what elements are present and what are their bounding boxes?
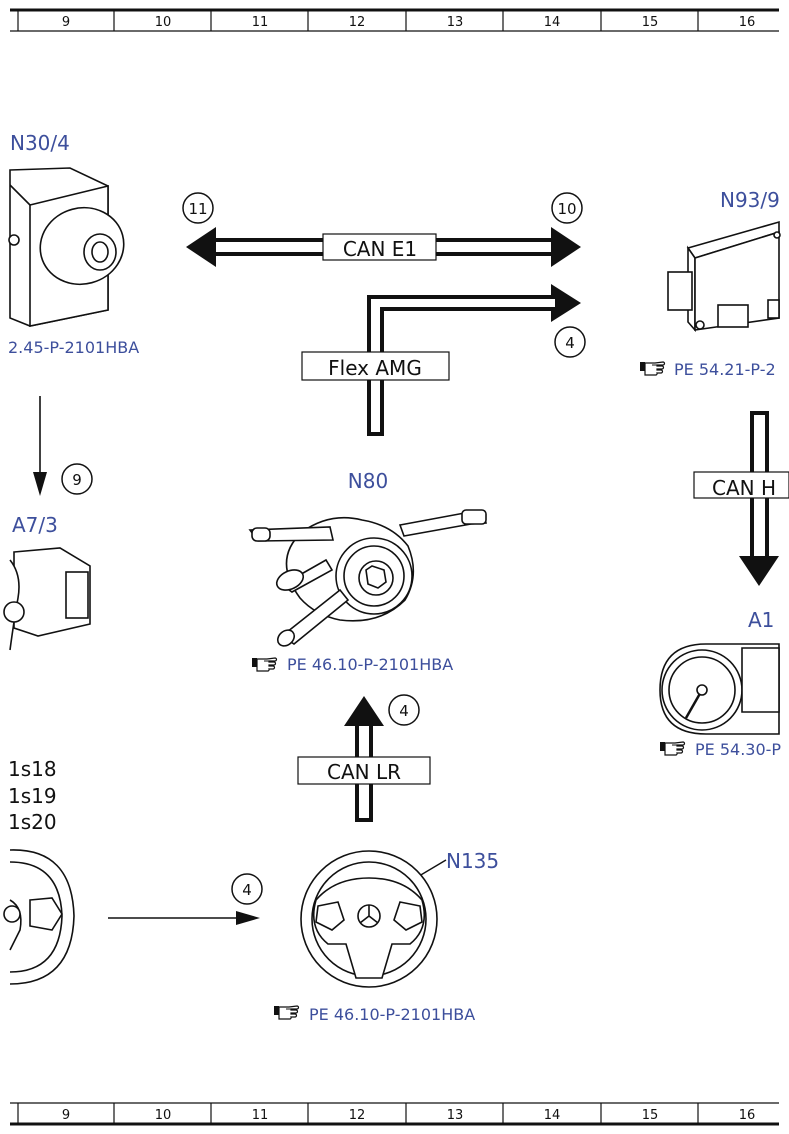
arrow-wheel-to-n135 bbox=[108, 911, 260, 925]
grid-col-label: 15 bbox=[642, 1108, 659, 1123]
connection-4-flex: 4 bbox=[554, 326, 586, 358]
n135-reference: PE 46.10-P-2101HBA bbox=[309, 1005, 475, 1024]
pointing-hand-icon bbox=[639, 361, 666, 376]
a1-instrument-cluster: A1 PE 54.30-P bbox=[659, 608, 781, 759]
connection-number: 4 bbox=[565, 334, 575, 352]
can-lr-bus: CAN LR bbox=[297, 696, 431, 822]
grid-col-label: 14 bbox=[544, 15, 561, 30]
flex-amg-label: Flex AMG bbox=[328, 356, 422, 380]
grid-col-label: 13 bbox=[447, 15, 464, 30]
grid-col-label: 11 bbox=[252, 15, 269, 30]
connection-number: 4 bbox=[242, 881, 252, 899]
connection-number: 9 bbox=[72, 471, 82, 489]
switch-1s19-label: 1s19 bbox=[8, 784, 57, 808]
pointing-hand-icon bbox=[273, 1005, 300, 1020]
n80-switch-module: N80 PE 46.10-P-2101HBA bbox=[248, 469, 487, 674]
a7-3-label: A7/3 bbox=[12, 513, 58, 537]
n30-4-reference: 2.45-P-2101HBA bbox=[8, 338, 139, 357]
n30-4-module: N30/4 2.45-P-2101HBA bbox=[8, 131, 139, 357]
grid-col-label: 12 bbox=[349, 1108, 366, 1123]
grid-col-label: 11 bbox=[252, 1108, 269, 1123]
connection-11: 11 bbox=[182, 192, 214, 224]
grid-col-label: 13 bbox=[447, 1108, 464, 1123]
n93-9-reference: PE 54.21-P-2 bbox=[674, 360, 776, 379]
n135-steering-wheel: N135 PE 46.10-P-2101HBA bbox=[273, 849, 499, 1024]
connection-10: 10 bbox=[551, 192, 583, 224]
n30-4-label: N30/4 bbox=[10, 131, 70, 155]
connection-number: 11 bbox=[188, 200, 207, 218]
can-h-bus: CAN H bbox=[693, 411, 789, 586]
n80-reference: PE 46.10-P-2101HBA bbox=[287, 655, 453, 674]
a1-reference: PE 54.30-P bbox=[695, 740, 781, 759]
n80-label: N80 bbox=[348, 469, 388, 493]
connection-4-steer: 4 bbox=[231, 873, 263, 905]
arrow-n30-to-a7 bbox=[33, 396, 47, 496]
bottom-grid-ruler: 9 10 11 12 13 14 15 16 bbox=[10, 1102, 779, 1126]
can-lr-label: CAN LR bbox=[327, 760, 401, 784]
left-steering-wheel bbox=[3, 849, 75, 985]
pointing-hand-icon bbox=[251, 657, 278, 672]
grid-col-label: 10 bbox=[155, 1108, 172, 1123]
switch-1s18-label: 1s18 bbox=[8, 757, 57, 781]
grid-col-label: 16 bbox=[739, 15, 756, 30]
grid-col-label: 16 bbox=[739, 1108, 756, 1123]
switch-labels: 1s18 1s19 1s20 bbox=[8, 757, 57, 834]
flex-amg-bus: Flex AMG bbox=[301, 284, 581, 436]
grid-col-label: 9 bbox=[62, 15, 70, 30]
grid-col-label: 14 bbox=[544, 1108, 561, 1123]
can-e1-label: CAN E1 bbox=[343, 237, 417, 261]
grid-col-label: 12 bbox=[349, 15, 366, 30]
can-e1-bus: CAN E1 bbox=[186, 227, 581, 267]
grid-col-label: 10 bbox=[155, 15, 172, 30]
switch-1s20-label: 1s20 bbox=[8, 810, 57, 834]
connection-number: 4 bbox=[399, 702, 409, 720]
can-h-label: CAN H bbox=[712, 476, 776, 500]
n93-9-module: N93/9 PE 54.21-P-2 bbox=[639, 188, 781, 379]
n135-label: N135 bbox=[446, 849, 499, 873]
grid-col-label: 9 bbox=[62, 1108, 70, 1123]
connection-4-lr: 4 bbox=[388, 694, 420, 726]
grid-col-label: 15 bbox=[642, 15, 659, 30]
n93-9-label: N93/9 bbox=[720, 188, 780, 212]
top-grid-ruler: 9 10 11 12 13 14 15 16 bbox=[10, 8, 779, 32]
connection-9: 9 bbox=[61, 463, 93, 495]
a7-3-module: A7/3 bbox=[3, 513, 91, 651]
a1-label: A1 bbox=[748, 608, 774, 632]
connection-number: 10 bbox=[557, 200, 576, 218]
pointing-hand-icon bbox=[659, 741, 686, 756]
